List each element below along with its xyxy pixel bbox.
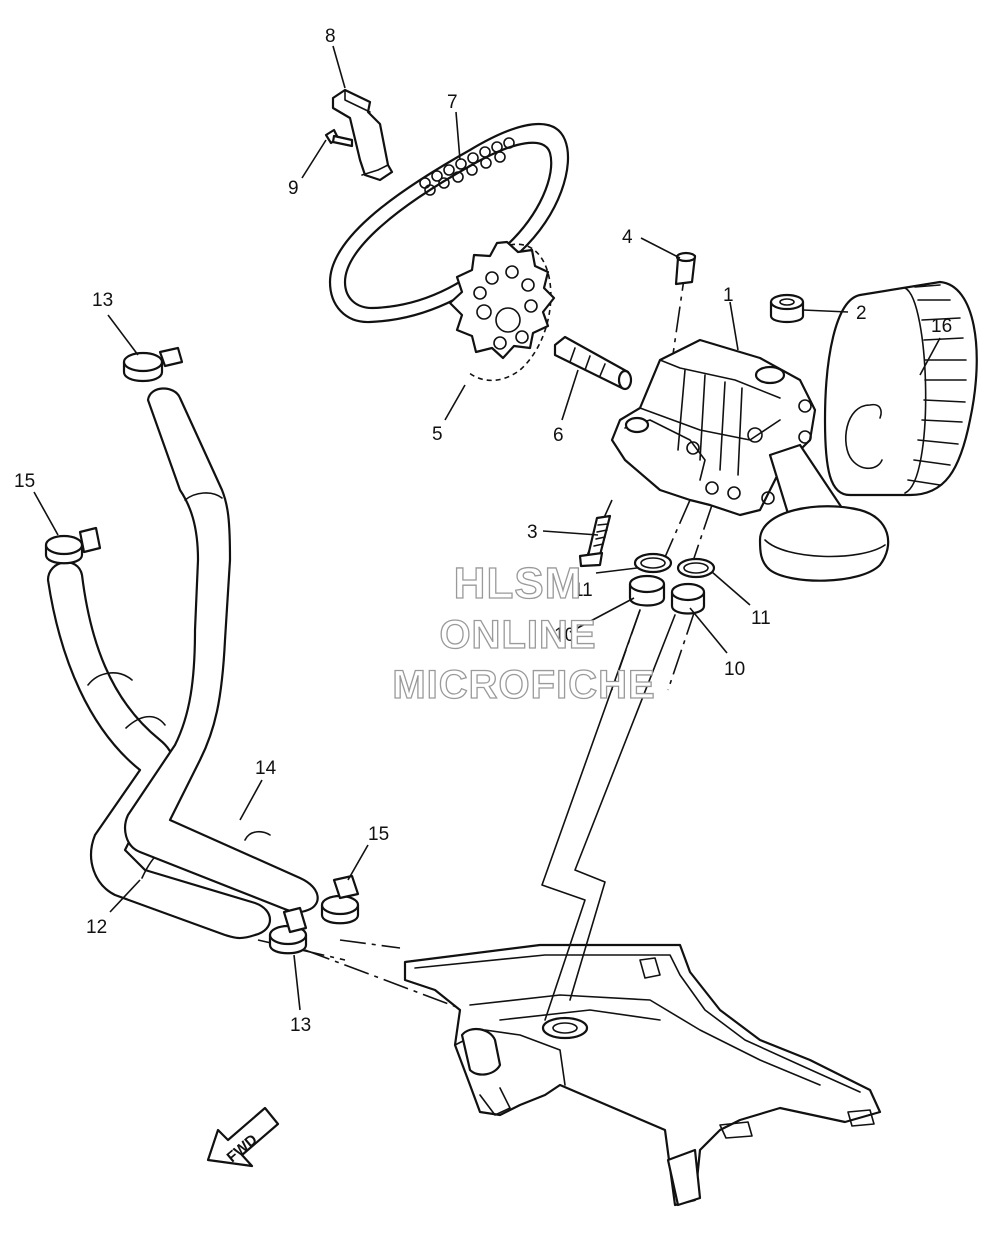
callout-15-right: 15 [368,824,389,845]
hose-clamp-13-top [122,346,184,383]
hose-clamp-15-left [44,526,102,565]
watermark-line-3: MICROFICHE [392,663,655,707]
callout-13-top: 13 [92,290,113,311]
callout-10-right: 10 [724,659,745,680]
callout-5: 5 [432,424,443,445]
hose-clamp-15-right [320,874,360,925]
cam-chain [328,122,570,324]
callout-14: 14 [255,758,277,779]
pump-drive-shaft [553,335,633,391]
callout-leaders [33,45,941,1011]
callout-1: 1 [723,285,734,306]
callout-15-left: 15 [14,471,35,492]
callout-2: 2 [856,303,867,324]
oil-pan [403,943,882,1207]
oil-pump-sprocket [448,240,556,382]
o-rings [633,552,716,579]
collar [769,293,805,324]
chain-guide [331,88,394,182]
callout-9: 9 [288,178,299,199]
callout-3: 3 [527,522,538,543]
callout-11-right: 11 [751,608,771,629]
callout-4: 4 [622,227,633,248]
callout-8: 8 [325,26,336,47]
mounting-bolt [578,514,612,568]
forward-direction-arrow: FWD [206,1106,280,1168]
watermark: HLSM ONLINE MICROFICHE [392,558,656,707]
callout-labels: 8 7 9 4 1 2 16 13 5 6 15 3 11 11 10 10 1… [14,26,952,1036]
guide-bolt [324,128,354,148]
callout-16: 16 [931,316,952,337]
callout-7: 7 [447,92,458,113]
watermark-line-1: HLSM [454,559,583,608]
hose-clamp-13-bottom [268,906,308,955]
oil-filter [823,280,978,497]
passage-outline [541,609,676,1021]
callout-13-bottom: 13 [290,1015,311,1036]
dowel-collars [628,574,706,615]
watermark-line-2: ONLINE [439,613,596,657]
callout-10-left: 10 [554,625,575,646]
callout-11-left: 11 [573,580,593,601]
oil-hose-14 [124,387,319,914]
callout-6: 6 [553,425,564,446]
oil-pump-assembly [610,338,890,582]
callout-12: 12 [86,917,107,938]
